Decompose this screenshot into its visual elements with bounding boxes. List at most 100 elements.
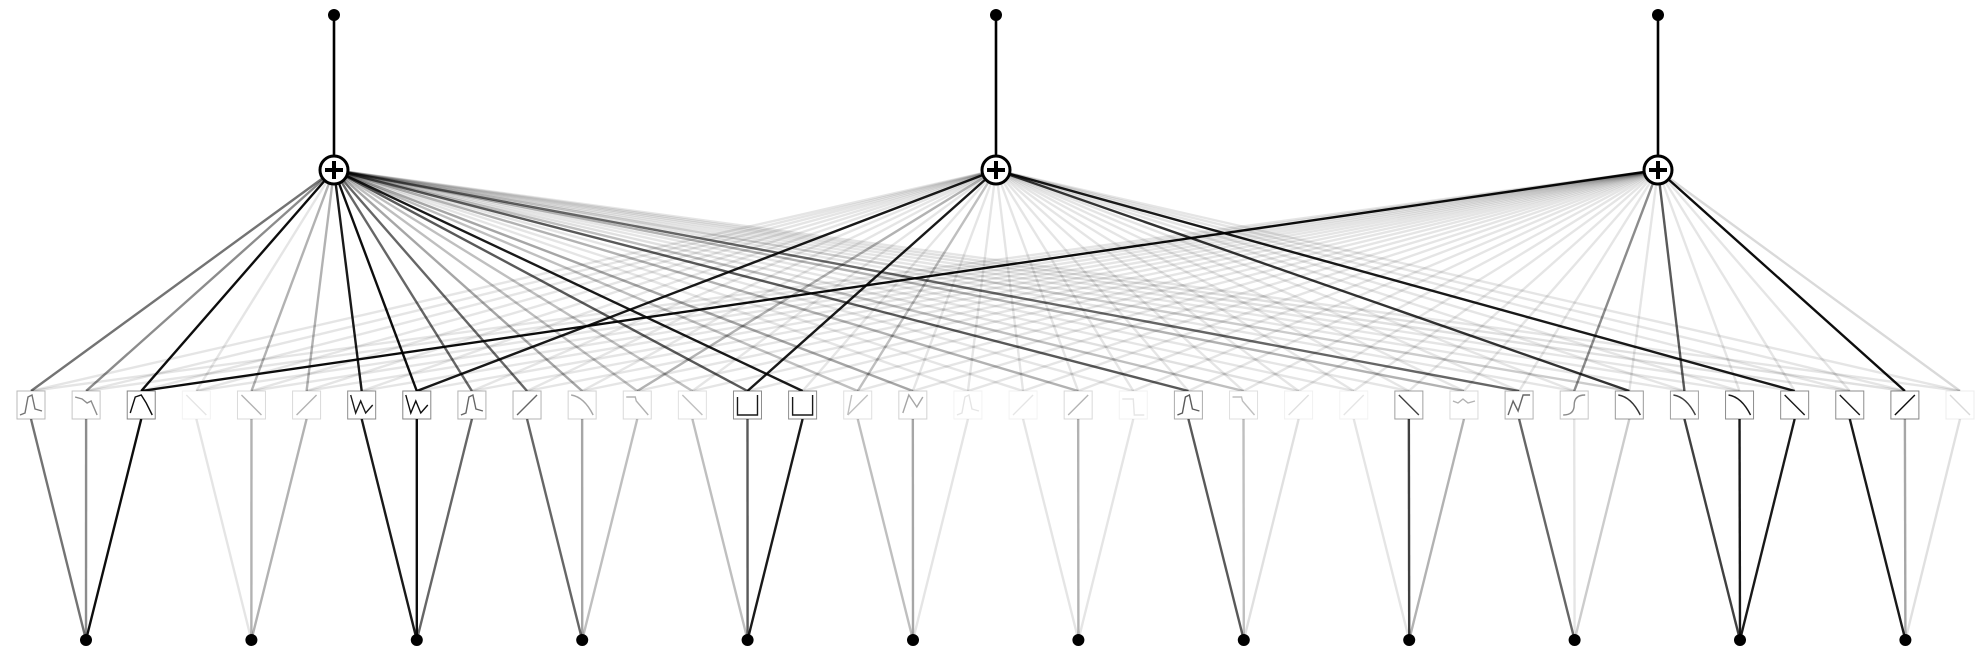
activation-to-sum-edge <box>332 169 473 392</box>
activation-to-sum-edge <box>746 169 997 392</box>
activation-to-sum-edge <box>85 168 997 393</box>
activation-to-sum-edge <box>332 169 363 392</box>
activation-to-sum-edge <box>636 168 997 393</box>
activation-to-sum-edge <box>333 168 859 393</box>
input-node <box>907 634 919 646</box>
sum-node <box>1642 154 1674 186</box>
activation-plot <box>1945 390 1975 420</box>
input-node <box>1403 634 1416 646</box>
activation-to-sum-edge <box>333 168 749 393</box>
activation-plot <box>1614 390 1644 420</box>
activation-plot <box>1780 390 1810 420</box>
activation-to-sum-edge <box>333 168 1024 393</box>
activation-to-sum-edge <box>995 168 1520 393</box>
activation-to-sum-edge <box>637 168 1659 393</box>
activation-to-sum-edge <box>1242 168 1659 393</box>
activation-to-sum-edge <box>416 168 1659 393</box>
input-node <box>1734 634 1746 646</box>
activation-to-sum-edge <box>196 168 1659 393</box>
upper-edges <box>30 168 1961 393</box>
activation-to-sum-edge <box>1132 168 1659 393</box>
activation-to-sum-edge <box>995 168 1410 393</box>
activation-to-sum-edge <box>333 169 528 392</box>
activation-to-sum-edge <box>995 168 1906 393</box>
input-edge <box>415 418 474 641</box>
activation-to-sum-edge <box>333 168 1740 393</box>
activation-plot <box>1890 390 1920 420</box>
activation-to-sum-edge <box>1657 169 1961 392</box>
activation-to-sum-edge <box>995 168 1685 393</box>
activation-plot <box>843 390 873 420</box>
activation-to-sum-edge <box>802 168 1659 393</box>
input-edge <box>1573 418 1631 641</box>
activation-to-sum-edge <box>306 168 997 393</box>
input-node <box>576 634 589 646</box>
activation-to-sum-edge <box>306 168 1659 393</box>
activation-to-sum-edge <box>333 169 638 392</box>
activation-plot <box>1835 390 1865 420</box>
input-edge <box>1848 418 1907 641</box>
activation-to-sum-edge <box>85 168 1659 393</box>
activation-to-sum-edge <box>361 168 1659 393</box>
activation-plot <box>898 390 928 420</box>
activation-to-sum-edge <box>332 169 418 392</box>
input-node <box>410 634 423 646</box>
sum-node <box>980 154 1012 186</box>
input-node <box>80 634 92 646</box>
activation-plot <box>788 390 818 420</box>
activation-to-sum-edge <box>1657 169 1851 392</box>
activation-to-sum-edge <box>995 168 1961 393</box>
input-edge <box>29 418 88 641</box>
input-node <box>1072 634 1085 646</box>
input-node <box>741 634 754 646</box>
input-edge <box>746 418 804 641</box>
activation-to-sum-edge <box>1077 168 1659 393</box>
activation-to-sum-edge <box>581 168 1659 393</box>
activation-plot <box>1669 390 1699 420</box>
activation-to-sum-edge <box>333 168 1961 393</box>
activation-to-sum-edge <box>995 168 1465 393</box>
lower-edges <box>29 418 1962 641</box>
input-edge <box>250 418 308 641</box>
input-edge <box>856 418 915 641</box>
activation-to-sum-edge <box>1656 169 1686 392</box>
activation-to-sum-edge <box>141 168 1659 393</box>
activation-to-sum-edge <box>195 169 336 392</box>
activation-to-sum-edge <box>30 169 335 392</box>
activation-to-sum-edge <box>995 169 1300 392</box>
activation-plot <box>1063 390 1093 420</box>
activation-to-sum-edge <box>1656 169 1796 392</box>
input-edge <box>1242 418 1300 641</box>
activation-to-sum-edge <box>140 168 997 393</box>
activation-to-sum-edge <box>692 168 1659 393</box>
activation-to-sum-edge <box>333 168 1906 393</box>
activation-to-sum-edge <box>333 168 1630 393</box>
activation-plot <box>1339 390 1369 420</box>
activation-to-sum-edge <box>856 169 998 392</box>
activation-to-sum-edge <box>1463 169 1659 392</box>
activation-to-sum-edge <box>333 168 1134 393</box>
activation-to-sum-edge <box>333 168 1685 393</box>
activation-to-sum-edge <box>140 169 335 392</box>
activation-to-sum-edge <box>471 168 997 393</box>
activation-to-sum-edge <box>85 169 335 392</box>
activation-to-sum-edge <box>1573 169 1660 392</box>
activation-to-sum-edge <box>995 169 1190 392</box>
activation-to-sum-edge <box>747 168 1659 393</box>
activation-to-sum-edge <box>30 168 1659 393</box>
activation-plot <box>236 390 266 420</box>
activation-to-sum-edge <box>1408 169 1659 392</box>
input-edge <box>360 418 418 641</box>
activation-to-sum-edge <box>994 169 1080 392</box>
activation-to-sum-edge <box>995 168 1795 393</box>
activation-to-sum-edge <box>1628 169 1660 392</box>
activation-plot <box>126 390 156 420</box>
activation-plot <box>1725 390 1755 420</box>
activation-to-sum-edge <box>995 168 1740 393</box>
activation-to-sum-edge <box>305 169 336 392</box>
activation-plot <box>1173 390 1203 420</box>
activation-to-sum-edge <box>416 168 997 393</box>
input-edge <box>84 418 143 641</box>
activation-to-sum-edge <box>333 168 694 393</box>
activation-to-sum-edge <box>333 168 1520 393</box>
